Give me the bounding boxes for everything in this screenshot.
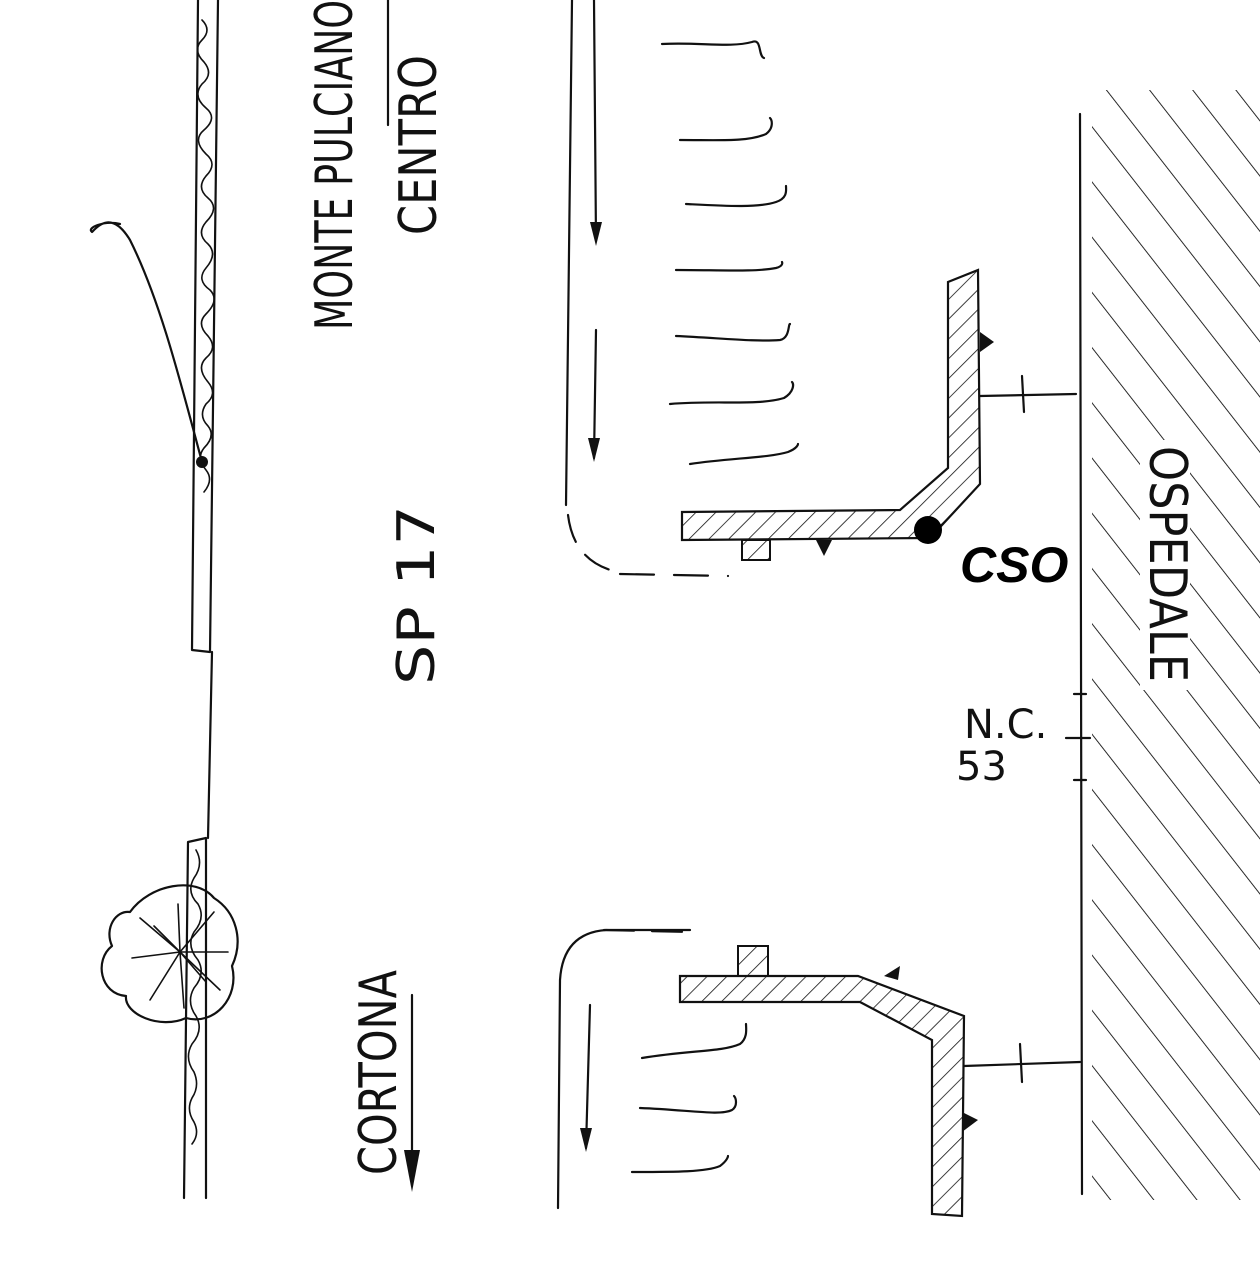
house-number-ticks [1064, 692, 1092, 782]
traffic-island-upper [680, 268, 994, 561]
curb-dashed-upper-2 [618, 572, 730, 578]
lane-arrow-icon [588, 328, 600, 462]
left-hedge-strip [182, 0, 220, 1200]
curb-line-upper [564, 0, 574, 507]
hospital-boundary-line [1078, 112, 1084, 1196]
triangle-marker-icon [816, 540, 832, 556]
signal-post-lower [962, 1042, 1082, 1084]
triangle-marker-icon [962, 1112, 978, 1132]
hospital-label-bg [1140, 440, 1190, 690]
cso-marker-dot [914, 516, 942, 544]
label-sp17: SP 17 [387, 505, 447, 685]
triangle-marker-icon [980, 332, 994, 352]
label-centro: CENTRO [389, 55, 449, 235]
label-house-number: 53 [956, 744, 1007, 790]
curb-line-lower [556, 928, 692, 1210]
lane-arrow-icon [580, 1003, 592, 1152]
lane-arrow-icon [590, 0, 602, 246]
parking-stalls-upper [660, 40, 800, 466]
label-cortona: CORTONA [349, 970, 409, 1175]
parking-stalls-lower [630, 1022, 748, 1174]
arrow-cortona-icon [404, 993, 420, 1192]
label-monte-pulciano: MONTE PULCIANO [305, 0, 365, 330]
curb-dashed-upper [566, 513, 620, 574]
tree-icon [100, 884, 239, 1024]
traffic-island-lower [678, 945, 978, 1218]
cso-label: CSO [960, 537, 1068, 593]
label-nc: N.C. [964, 702, 1047, 748]
label-ospedale: OSPEDALE [1137, 446, 1197, 682]
triangle-marker-icon [884, 966, 900, 980]
signpost-icon [89, 221, 208, 468]
curb-dashed-lower [602, 928, 692, 934]
signal-post-upper [978, 374, 1078, 414]
